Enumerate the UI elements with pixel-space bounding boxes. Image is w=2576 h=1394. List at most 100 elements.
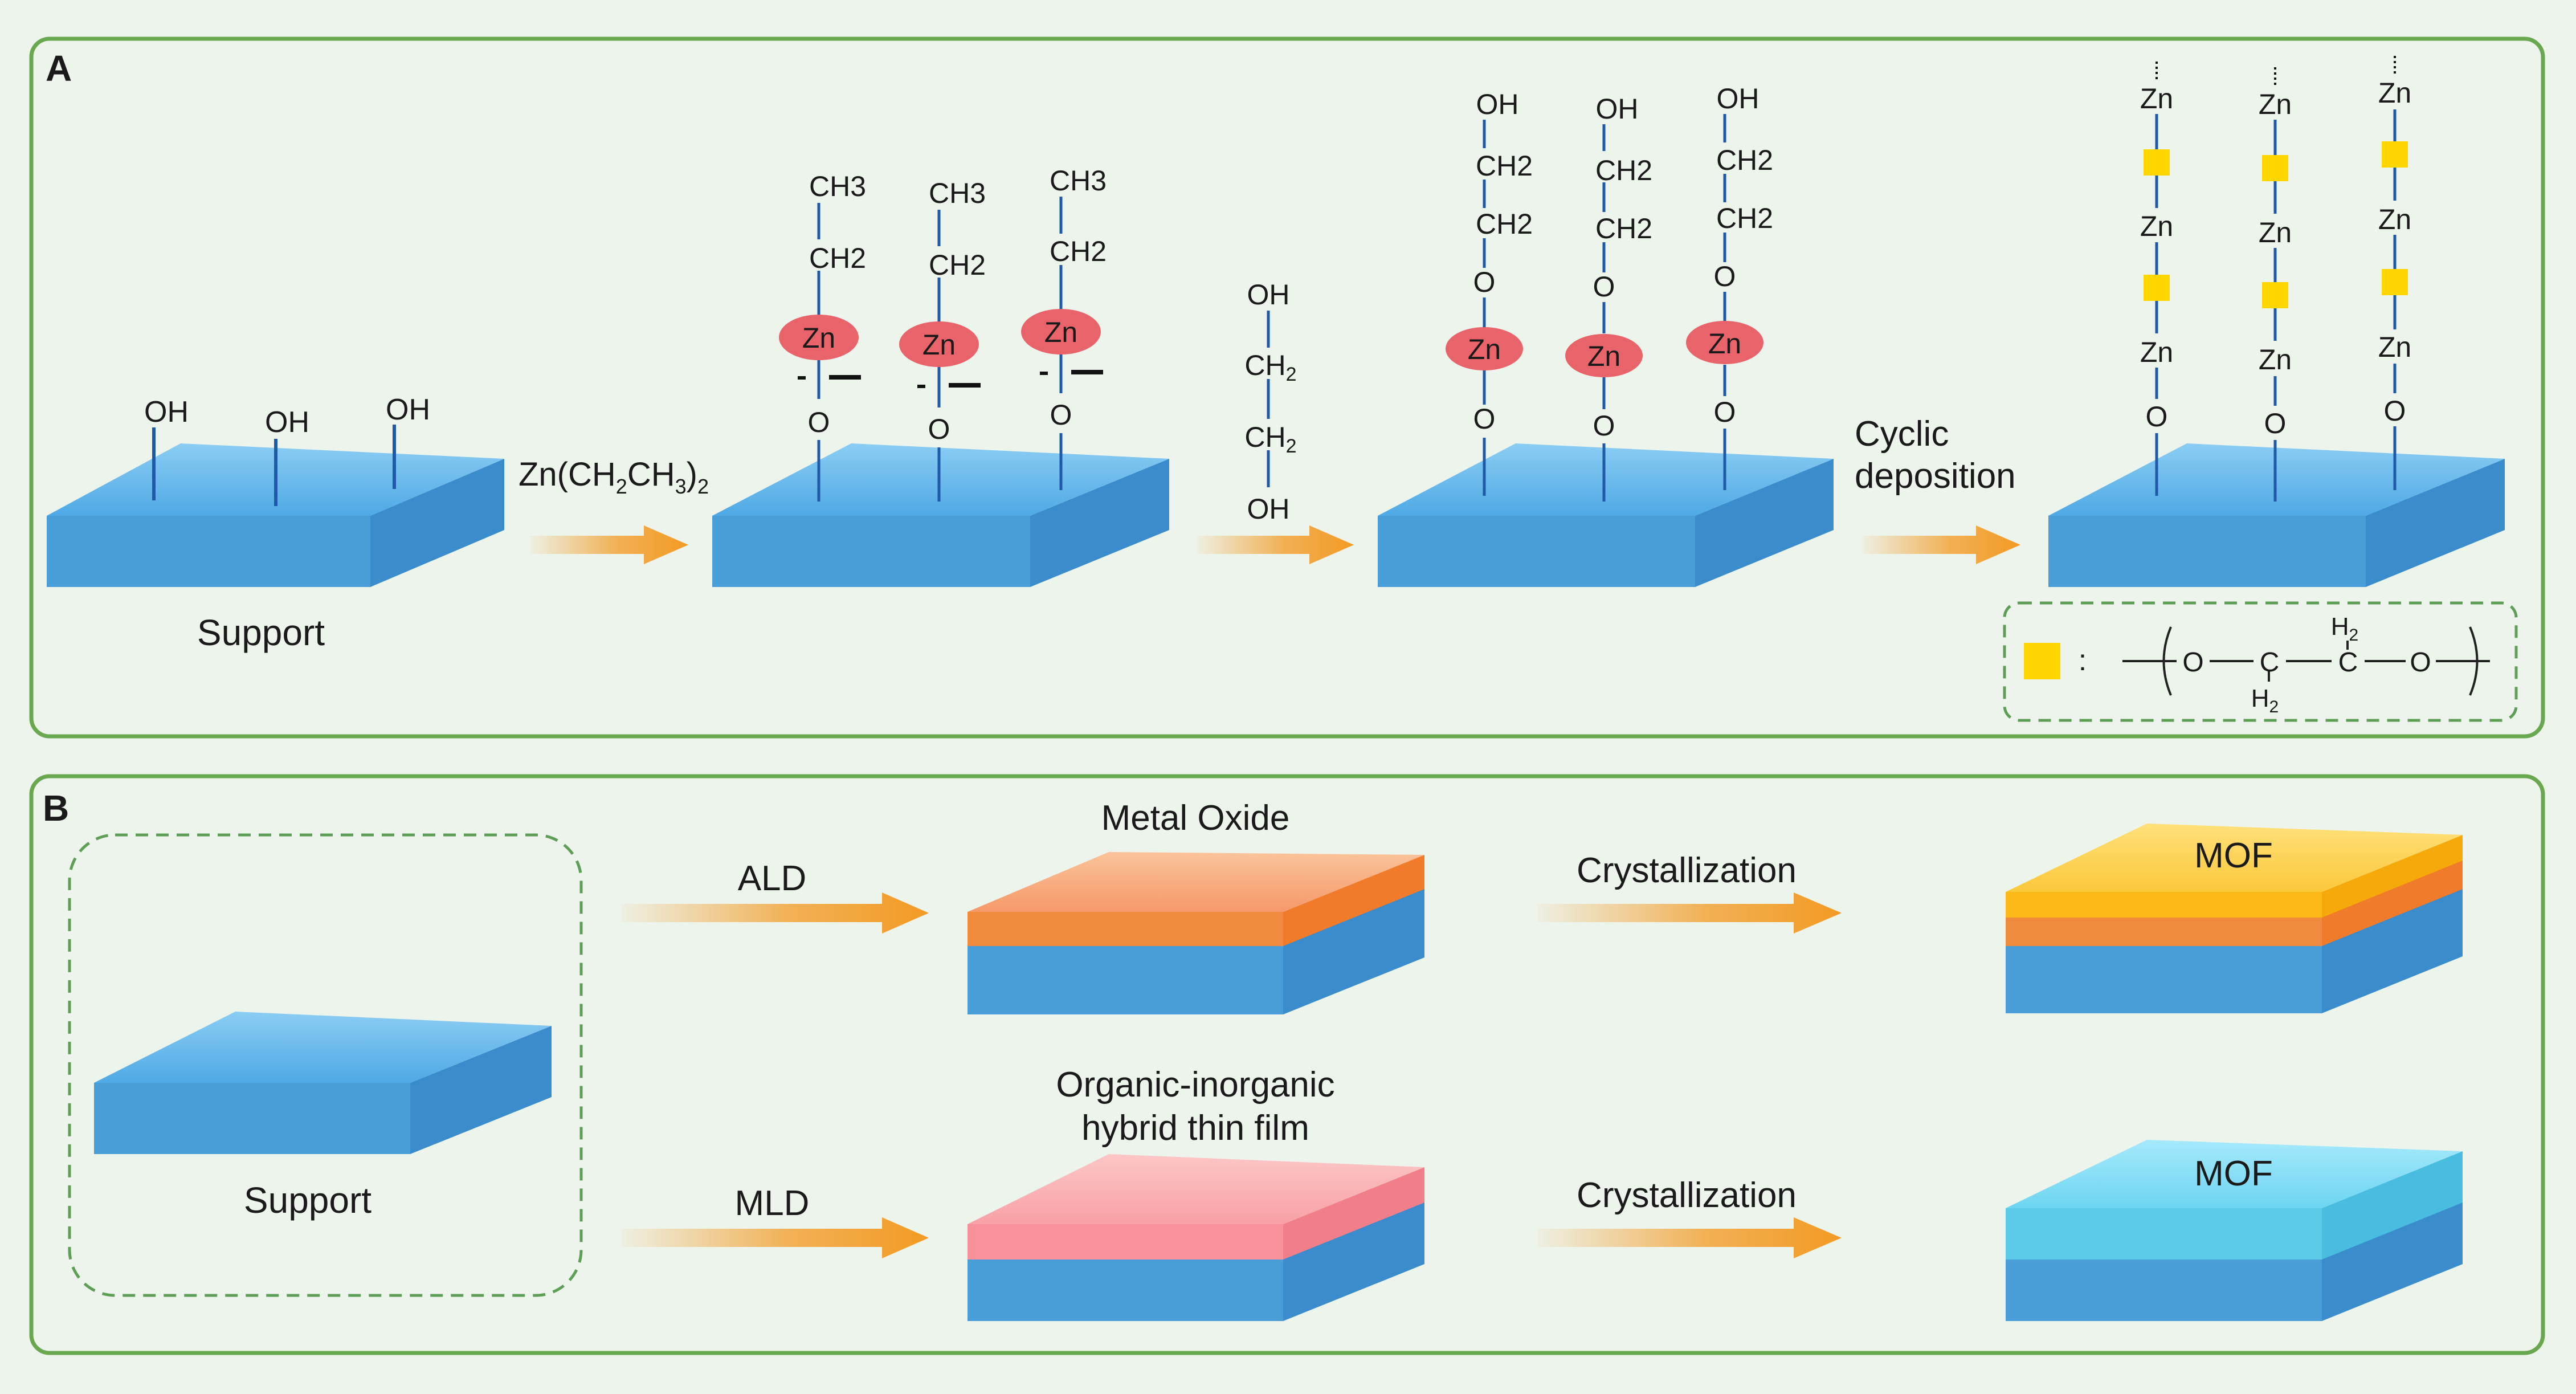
zn-label: Zn bbox=[2259, 88, 2292, 120]
hybrid-film-label: Organic-inorganic bbox=[1056, 1065, 1334, 1104]
support-slab-3 bbox=[1378, 443, 1834, 587]
hydroxyethoxy-chain bbox=[1446, 120, 1523, 496]
zn-label: Zn bbox=[2378, 331, 2411, 363]
zn-label: Zn bbox=[802, 322, 835, 354]
process-arrow bbox=[1537, 892, 1842, 934]
oh-label: OH bbox=[144, 396, 189, 429]
linker-square bbox=[2262, 155, 2288, 181]
support-label: Support bbox=[244, 1180, 372, 1221]
ch2-label: CH2 bbox=[1476, 208, 1533, 240]
panel-a-frame bbox=[29, 36, 2545, 739]
zincone-chain bbox=[2382, 56, 2408, 490]
oh-label: OH bbox=[1247, 279, 1290, 311]
o-label: O bbox=[2146, 401, 2168, 433]
o-label: O bbox=[1714, 396, 1736, 428]
metal-oxide-label: Metal Oxide bbox=[1101, 798, 1290, 838]
o-label: O bbox=[1593, 271, 1615, 303]
hybrid-film-stack bbox=[967, 1154, 1424, 1321]
metal-oxide-stack bbox=[967, 852, 1424, 1014]
legend-colon: : bbox=[2079, 644, 2087, 677]
ald-label: ALD bbox=[738, 859, 807, 898]
o-label: O bbox=[1473, 266, 1496, 298]
zn-label: Zn bbox=[1044, 316, 1077, 348]
oh-label: OH bbox=[1596, 93, 1639, 125]
cyclic-deposition-label: deposition bbox=[1855, 456, 2016, 496]
zn-atom bbox=[1021, 309, 1101, 354]
process-arrow bbox=[1537, 1217, 1842, 1258]
oh-label: OH bbox=[265, 406, 309, 439]
zn-atom bbox=[899, 321, 979, 367]
hydroxyethoxy-chain bbox=[1565, 124, 1643, 502]
zinc-ethyl-group bbox=[779, 203, 861, 502]
formula-o: O bbox=[2182, 647, 2203, 678]
zn-label: Zn bbox=[2140, 83, 2173, 115]
cyclic-deposition-label: Cyclic bbox=[1855, 414, 1949, 454]
support-slab-2 bbox=[712, 443, 1169, 587]
ch2-label: CH2 bbox=[1244, 349, 1296, 385]
support-slab-4 bbox=[2048, 443, 2505, 587]
support-dashed-box bbox=[68, 833, 583, 1297]
o-label: O bbox=[2384, 395, 2406, 427]
zn-atom bbox=[1446, 327, 1523, 370]
o-label: O bbox=[1050, 399, 1072, 431]
linker-square bbox=[2024, 643, 2060, 679]
process-arrow bbox=[621, 892, 929, 934]
mof-label: MOF bbox=[2194, 1154, 2273, 1193]
panel-b-frame bbox=[29, 774, 2545, 1355]
linker-square bbox=[2144, 149, 2170, 176]
mof-stack-yellow bbox=[2006, 824, 2463, 1013]
linker-square bbox=[2382, 141, 2408, 168]
zn-atom bbox=[1565, 334, 1643, 377]
zn-label: Zn bbox=[2378, 77, 2411, 109]
ch2-label: CH2 bbox=[1050, 235, 1107, 267]
formula-h2: H2 bbox=[2331, 613, 2358, 645]
hybrid-film-label: hybrid thin film bbox=[1081, 1108, 1309, 1148]
zinc-ethyl-group bbox=[1021, 197, 1103, 490]
ch3-label: CH3 bbox=[809, 170, 866, 202]
zn-label: Zn bbox=[2259, 344, 2292, 376]
zn-label: Zn bbox=[2378, 203, 2411, 235]
zn-label: Zn bbox=[922, 329, 956, 361]
zn-label: Zn bbox=[2259, 217, 2292, 248]
ch2-label: CH2 bbox=[1716, 144, 1773, 176]
ch3-label: CH3 bbox=[1050, 165, 1107, 197]
panel-b-label: B bbox=[43, 788, 69, 829]
o-label: O bbox=[1473, 403, 1496, 435]
zn-atom bbox=[779, 315, 859, 360]
formula-c: C bbox=[2338, 647, 2358, 678]
o-label: O bbox=[928, 413, 950, 445]
support-label: Support bbox=[197, 612, 325, 653]
linker-square bbox=[2382, 269, 2408, 295]
o-label: O bbox=[2264, 407, 2287, 439]
formula-h2: H2 bbox=[2251, 684, 2279, 716]
process-arrow bbox=[1197, 525, 1354, 564]
o-label: O bbox=[1593, 410, 1615, 442]
o-label: O bbox=[808, 406, 830, 438]
ch2-label: CH2 bbox=[1716, 202, 1773, 234]
formula-c: C bbox=[2260, 647, 2280, 678]
oh-label: OH bbox=[1476, 88, 1519, 120]
o-label: O bbox=[1714, 260, 1736, 292]
ch3-label: CH3 bbox=[929, 177, 986, 209]
ch2-label: CH2 bbox=[1595, 213, 1652, 244]
crystallization-label: Crystallization bbox=[1577, 851, 1797, 890]
crystallization-label: Crystallization bbox=[1577, 1176, 1797, 1215]
ch2-label: CH2 bbox=[1476, 150, 1533, 182]
zincone-chain bbox=[2144, 62, 2170, 496]
process-arrow bbox=[530, 525, 688, 564]
mof-label: MOF bbox=[2194, 836, 2273, 875]
zn-label: Zn bbox=[1468, 333, 1501, 365]
ch2-label: CH2 bbox=[1244, 421, 1296, 457]
oh-label: OH bbox=[1717, 83, 1759, 115]
oh-label: OH bbox=[386, 393, 430, 426]
zn-atom bbox=[1686, 321, 1763, 364]
zn-label: Zn bbox=[2140, 336, 2173, 368]
formula-o: O bbox=[2410, 647, 2431, 678]
panel-a-label: A bbox=[46, 48, 72, 89]
zincone-chain bbox=[2262, 67, 2288, 502]
mld-label: MLD bbox=[735, 1184, 810, 1223]
ch2-label: CH2 bbox=[809, 242, 866, 274]
linker-square bbox=[2262, 282, 2288, 308]
process-arrow bbox=[621, 1217, 929, 1258]
